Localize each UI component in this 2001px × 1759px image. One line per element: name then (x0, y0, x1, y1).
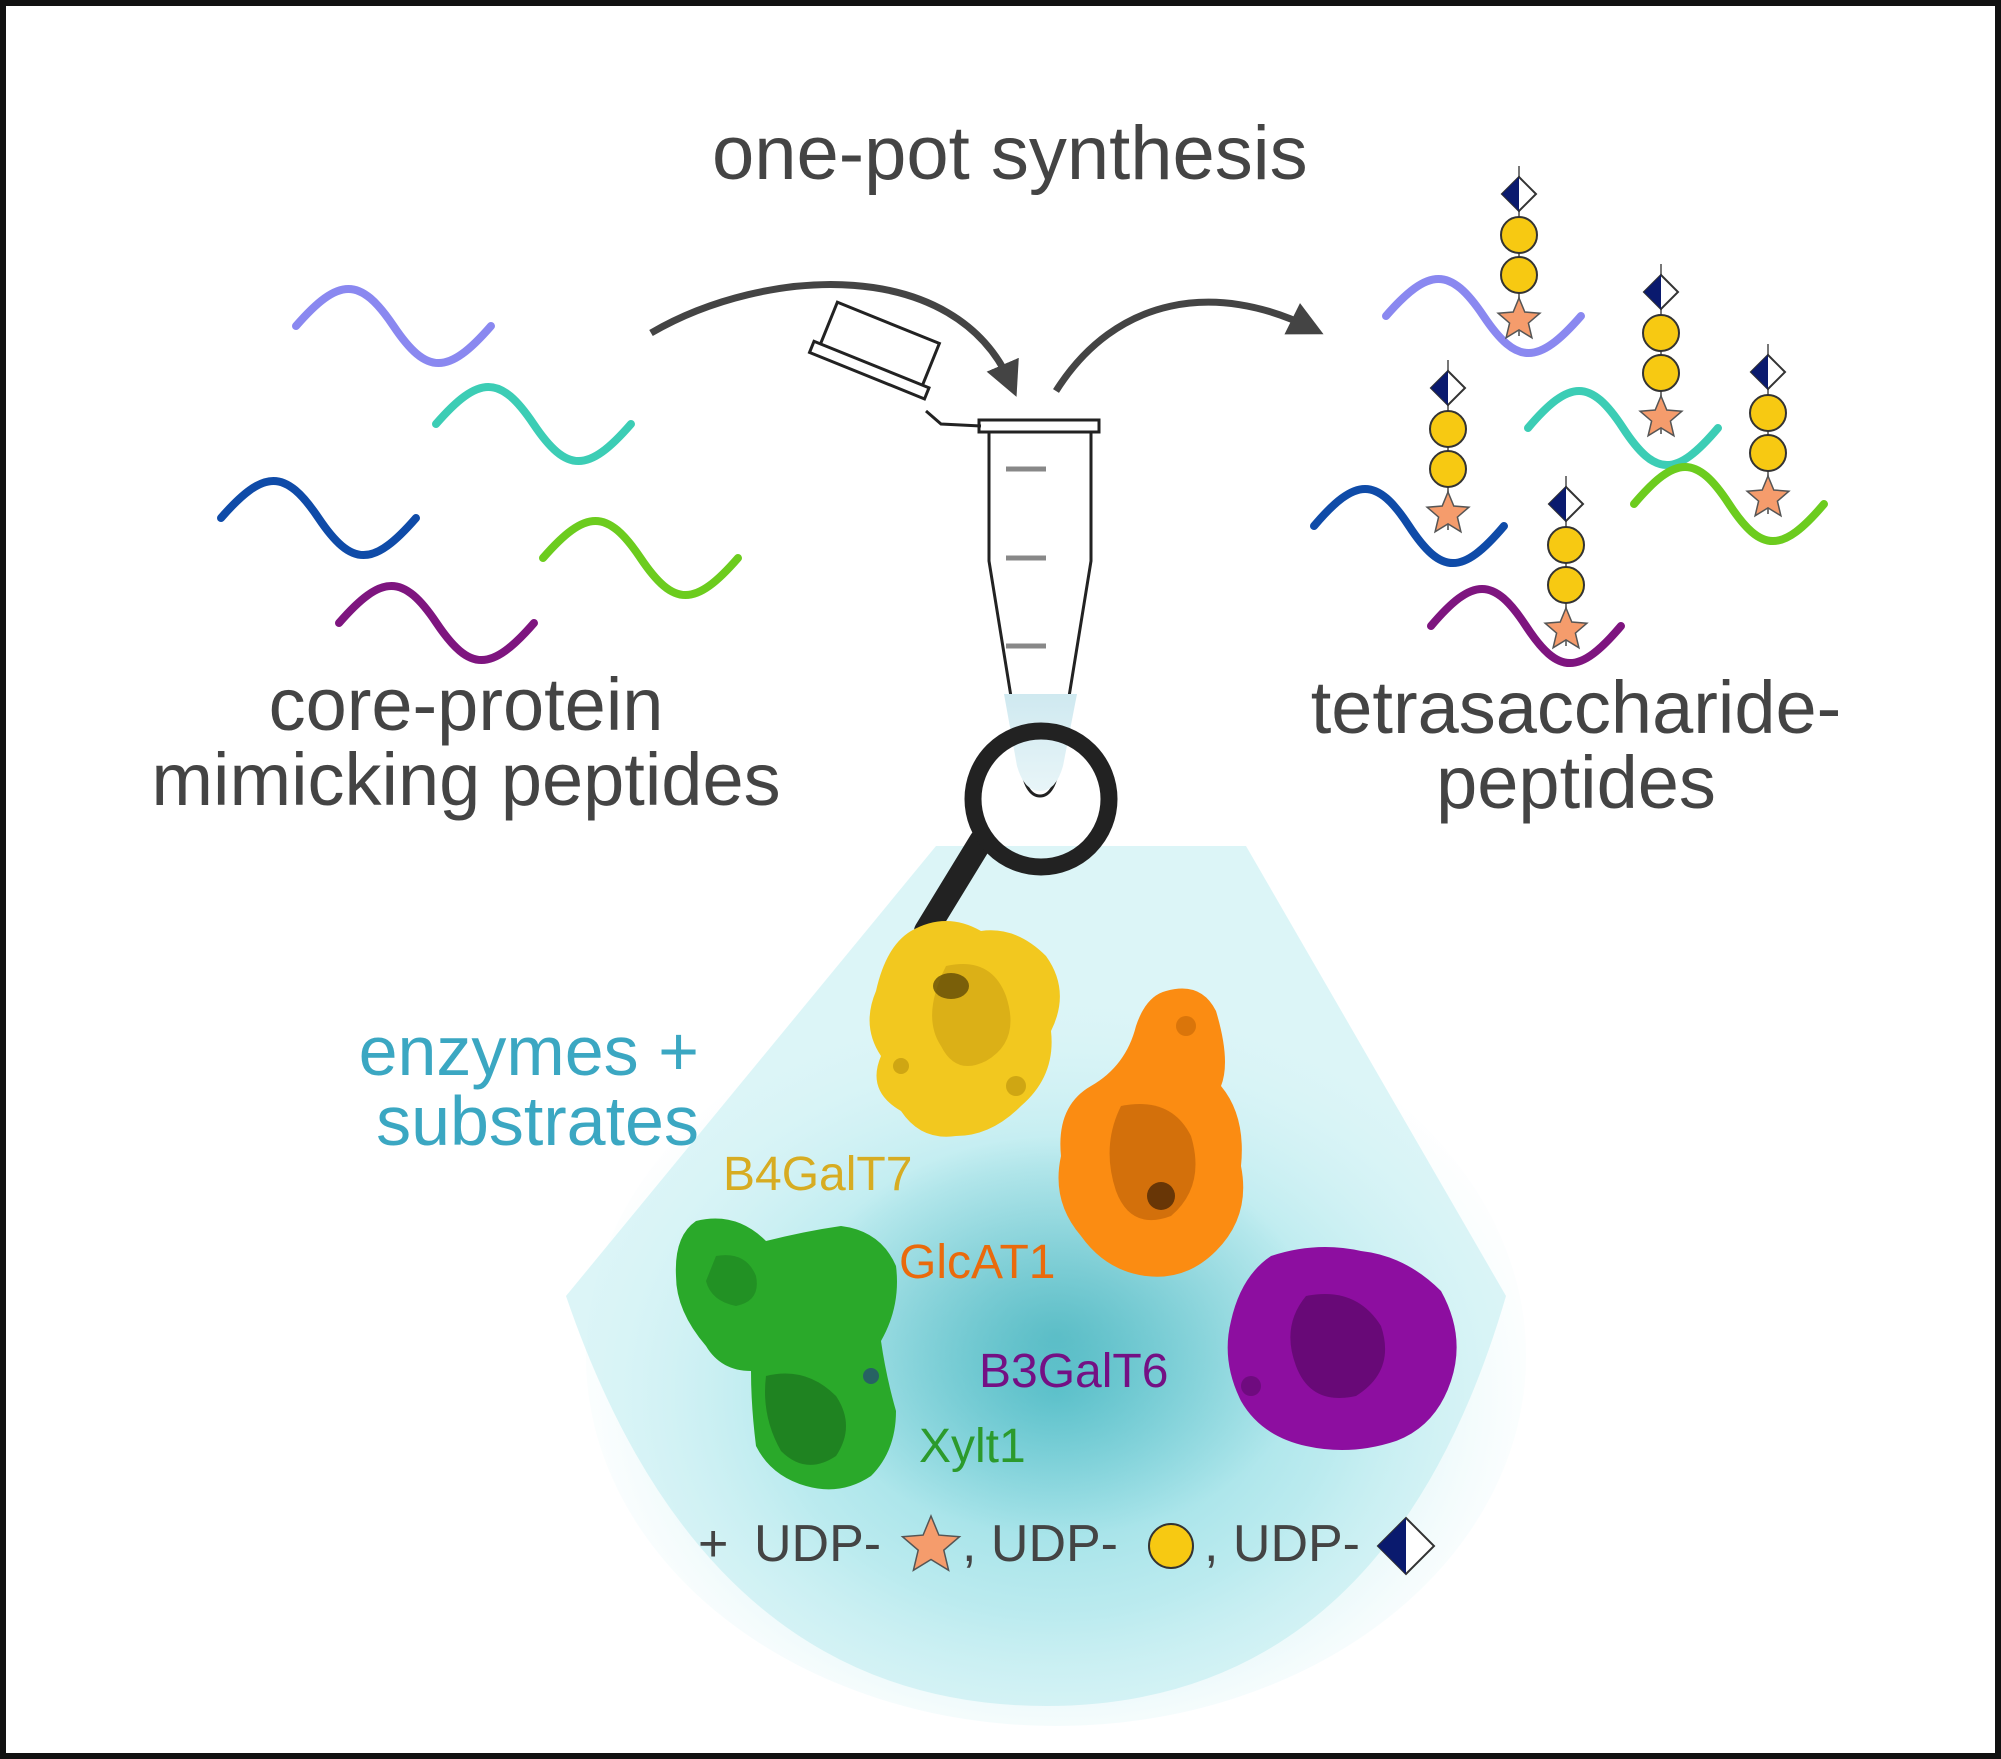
enzyme-b3galt6-structure (1227, 1247, 1457, 1450)
galactose-circle-icon (1749, 434, 1787, 472)
substrates-prefix: + (698, 1515, 729, 1573)
galactose-circle-icon (1429, 450, 1467, 488)
product-caption-line2: peptides (1436, 741, 1716, 824)
substrate-udp-glca: , UDP- (1204, 1515, 1360, 1573)
input-peptides (217, 285, 742, 664)
galactose-circle-icon (1749, 394, 1787, 432)
enzyme-label-glcat1: GlcAT1 (899, 1236, 1056, 1289)
arrow-into-tube (649, 281, 1019, 397)
input-peptide (292, 285, 495, 367)
diagram-canvas (217, 166, 1828, 1726)
xylose-star-icon (1745, 474, 1791, 518)
enzyme-label-b3galt6: B3GalT6 (979, 1345, 1169, 1398)
glca-diamond-icon (1642, 273, 1680, 311)
input-caption-line2: mimicking peptides (151, 738, 781, 821)
reaction-tube (807, 300, 1101, 798)
tetrasaccharide-chain (1496, 166, 1542, 340)
galactose-circle-icon (1547, 526, 1585, 564)
enzymes-caption-line2: substrates (376, 1082, 699, 1160)
enzyme-b4galt7-structure (869, 921, 1060, 1137)
xylose-star-icon (1425, 490, 1471, 534)
glca-diamond-icon (1429, 369, 1467, 407)
galactose-circle-icon (1547, 566, 1585, 604)
galactose-circle-icon (1642, 314, 1680, 352)
tetrasaccharide-chain (1425, 360, 1471, 534)
tetrasaccharide-chain (1745, 344, 1791, 518)
glca-diamond-icon (1749, 353, 1787, 391)
tetrasaccharide-chain (1543, 476, 1589, 650)
input-peptide (539, 517, 742, 599)
product-peptide (1630, 463, 1828, 545)
input-peptide (432, 383, 635, 465)
glca-diamond-icon (1547, 485, 1585, 523)
xylose-star-icon (1638, 394, 1684, 438)
product-peptide (1382, 275, 1585, 357)
substrate-icons (900, 1514, 1436, 1576)
product-caption-line1: tetrasaccharide- (1310, 666, 1842, 749)
enzyme-xylt1-structure (675, 1218, 897, 1490)
product-peptide (1427, 585, 1625, 667)
substrate-udp-galactose: , UDP- (962, 1515, 1118, 1573)
page-title: one-pot synthesis (712, 111, 1308, 196)
magnifying-glass-icon (914, 722, 1118, 943)
magnifier-beam (566, 846, 1526, 1726)
glca-diamond-icon (1376, 1516, 1436, 1576)
xylose-star-icon (1543, 606, 1589, 650)
product-peptide (1524, 387, 1722, 469)
xylose-star-icon (1496, 296, 1542, 340)
galactose-circle-icon (1500, 216, 1538, 254)
product-peptides (1310, 166, 1828, 667)
galactose-circle-icon (1500, 256, 1538, 294)
product-peptide (1310, 485, 1508, 567)
glca-diamond-icon (1500, 175, 1538, 213)
input-peptide (217, 477, 420, 559)
input-caption-line1: core-protein (268, 663, 664, 746)
enzymes-caption-line1: enzymes + (358, 1012, 699, 1090)
input-peptide (335, 582, 538, 664)
enzyme-label-b4galt7: B4GalT7 (723, 1148, 913, 1201)
galactose-circle-icon (1642, 354, 1680, 392)
xylose-star-icon (900, 1514, 962, 1572)
substrate-udp-xylose: UDP- (754, 1515, 882, 1573)
galactose-circle-icon (1429, 410, 1467, 448)
galactose-circle-icon (1148, 1523, 1194, 1569)
tetrasaccharide-chain (1638, 264, 1684, 438)
enzyme-label-xylt1: Xylt1 (919, 1420, 1026, 1473)
arrow-out-of-tube (1053, 298, 1324, 393)
enzyme-glcat1-structure (1058, 988, 1244, 1277)
